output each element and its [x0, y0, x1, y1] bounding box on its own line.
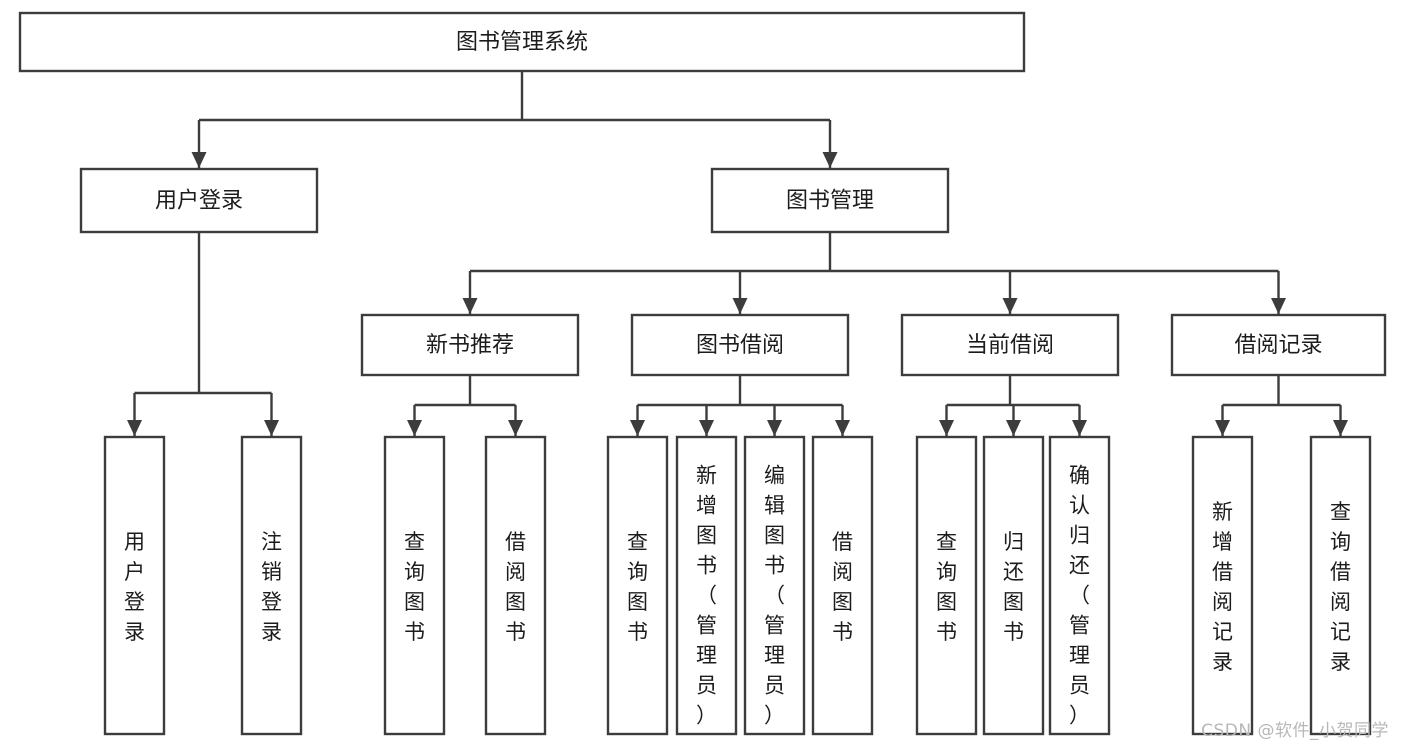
node-box-leaf-edit-book	[743, 435, 806, 736]
arrow-head-icon	[699, 420, 714, 436]
node-box-leaf-return-book	[982, 435, 1045, 736]
node-box-leaf-add-book	[675, 435, 738, 736]
node-box-borrow-record	[1170, 313, 1387, 377]
node-user-login[interactable]: 用户登录	[79, 167, 319, 234]
arrow-head-icon	[630, 420, 645, 436]
arrow-head-icon	[822, 152, 838, 168]
connectors-layer	[127, 71, 1348, 436]
arrow-head-icon	[1006, 420, 1021, 436]
node-label-leaf-add-book: 新增图书（管理员）	[696, 463, 717, 727]
arrow-head-icon	[767, 420, 782, 436]
node-box-leaf-borrow-book-2	[811, 435, 874, 736]
node-leaf-query-book-3[interactable]: 查询图书	[915, 435, 978, 736]
node-leaf-confirm-return[interactable]: 确认归还（管理员）	[1048, 435, 1111, 736]
node-label-leaf-query-book-2: 查询图书	[627, 530, 648, 644]
node-leaf-borrow-book-2[interactable]: 借阅图书	[811, 435, 874, 736]
node-book-manage[interactable]: 图书管理	[710, 167, 950, 234]
node-leaf-query-book-2[interactable]: 查询图书	[606, 435, 669, 736]
node-leaf-add-record[interactable]: 新增借阅记录	[1191, 435, 1254, 736]
node-current-borrow[interactable]: 当前借阅	[900, 313, 1120, 377]
csdn-watermark: CSDN @软件_小贺同学	[1201, 721, 1389, 741]
node-leaf-edit-book[interactable]: 编辑图书（管理员）	[743, 435, 806, 736]
node-box-leaf-query-book-1	[383, 435, 446, 736]
node-label-leaf-user-login: 用户登录	[124, 530, 145, 644]
node-leaf-borrow-book-1[interactable]: 借阅图书	[484, 435, 547, 736]
node-book-borrow[interactable]: 图书借阅	[630, 313, 850, 377]
node-box-book-borrow	[630, 313, 850, 377]
node-label-new-book-rec: 新书推荐	[426, 333, 514, 358]
node-label-borrow-record: 借阅记录	[1234, 333, 1322, 358]
node-label-leaf-borrow-book-2: 借阅图书	[832, 530, 853, 644]
node-label-root: 图书管理系统	[456, 30, 588, 55]
node-box-user-login	[79, 167, 319, 234]
node-leaf-logout-login[interactable]: 注销登录	[240, 435, 303, 736]
node-label-leaf-logout-login: 注销登录	[261, 530, 282, 644]
arrow-head-icon	[939, 420, 954, 436]
node-box-leaf-confirm-return	[1048, 435, 1111, 736]
node-box-leaf-query-book-3	[915, 435, 978, 736]
node-box-leaf-user-login	[103, 435, 166, 736]
node-label-leaf-confirm-return: 确认归还（管理员）	[1069, 463, 1090, 727]
node-label-user-login: 用户登录	[155, 189, 243, 214]
arrow-head-icon	[1215, 420, 1230, 436]
node-leaf-return-book[interactable]: 归还图书	[982, 435, 1045, 736]
node-new-book-rec[interactable]: 新书推荐	[360, 313, 580, 377]
arrow-head-icon	[264, 420, 279, 436]
arrow-head-icon	[1002, 298, 1018, 314]
node-leaf-user-login[interactable]: 用户登录	[103, 435, 166, 736]
arrow-head-icon	[1333, 420, 1348, 436]
node-label-current-borrow: 当前借阅	[966, 333, 1054, 358]
arrow-head-icon	[508, 420, 523, 436]
node-leaf-query-record[interactable]: 查询借阅记录	[1309, 435, 1372, 736]
arrow-head-icon	[835, 420, 850, 436]
node-box-leaf-logout-login	[240, 435, 303, 736]
node-label-leaf-edit-book: 编辑图书（管理员）	[764, 463, 785, 727]
node-label-leaf-add-record: 新增借阅记录	[1212, 500, 1233, 674]
node-box-leaf-add-record	[1191, 435, 1254, 736]
node-label-book-borrow: 图书借阅	[696, 333, 784, 358]
node-leaf-add-book[interactable]: 新增图书（管理员）	[675, 435, 738, 736]
arrow-head-icon	[462, 298, 478, 314]
node-label-leaf-return-book: 归还图书	[1003, 530, 1024, 644]
node-box-leaf-borrow-book-1	[484, 435, 547, 736]
arrow-head-icon	[1271, 298, 1286, 314]
node-box-current-borrow	[900, 313, 1120, 377]
node-leaf-query-book-1[interactable]: 查询图书	[383, 435, 446, 736]
arrow-head-icon	[407, 420, 422, 436]
node-label-book-manage: 图书管理	[786, 189, 874, 214]
node-root[interactable]: 图书管理系统	[18, 11, 1026, 73]
node-label-leaf-borrow-book-1: 借阅图书	[505, 530, 526, 644]
node-box-root	[18, 11, 1026, 73]
node-box-leaf-query-record	[1309, 435, 1372, 736]
arrow-head-icon	[732, 298, 748, 314]
node-borrow-record[interactable]: 借阅记录	[1170, 313, 1387, 377]
arrow-head-icon	[127, 420, 142, 436]
arrow-head-icon	[1072, 420, 1087, 436]
nodes-layer: 图书管理系统用户登录图书管理新书推荐图书借阅当前借阅借阅记录用户登录注销登录查询…	[18, 11, 1387, 736]
node-box-new-book-rec	[360, 313, 580, 377]
node-label-leaf-query-record: 查询借阅记录	[1330, 500, 1351, 674]
node-box-book-manage	[710, 167, 950, 234]
node-label-leaf-query-book-3: 查询图书	[936, 530, 957, 644]
arrow-head-icon	[191, 152, 207, 168]
node-box-leaf-query-book-2	[606, 435, 669, 736]
node-label-leaf-query-book-1: 查询图书	[404, 530, 425, 644]
